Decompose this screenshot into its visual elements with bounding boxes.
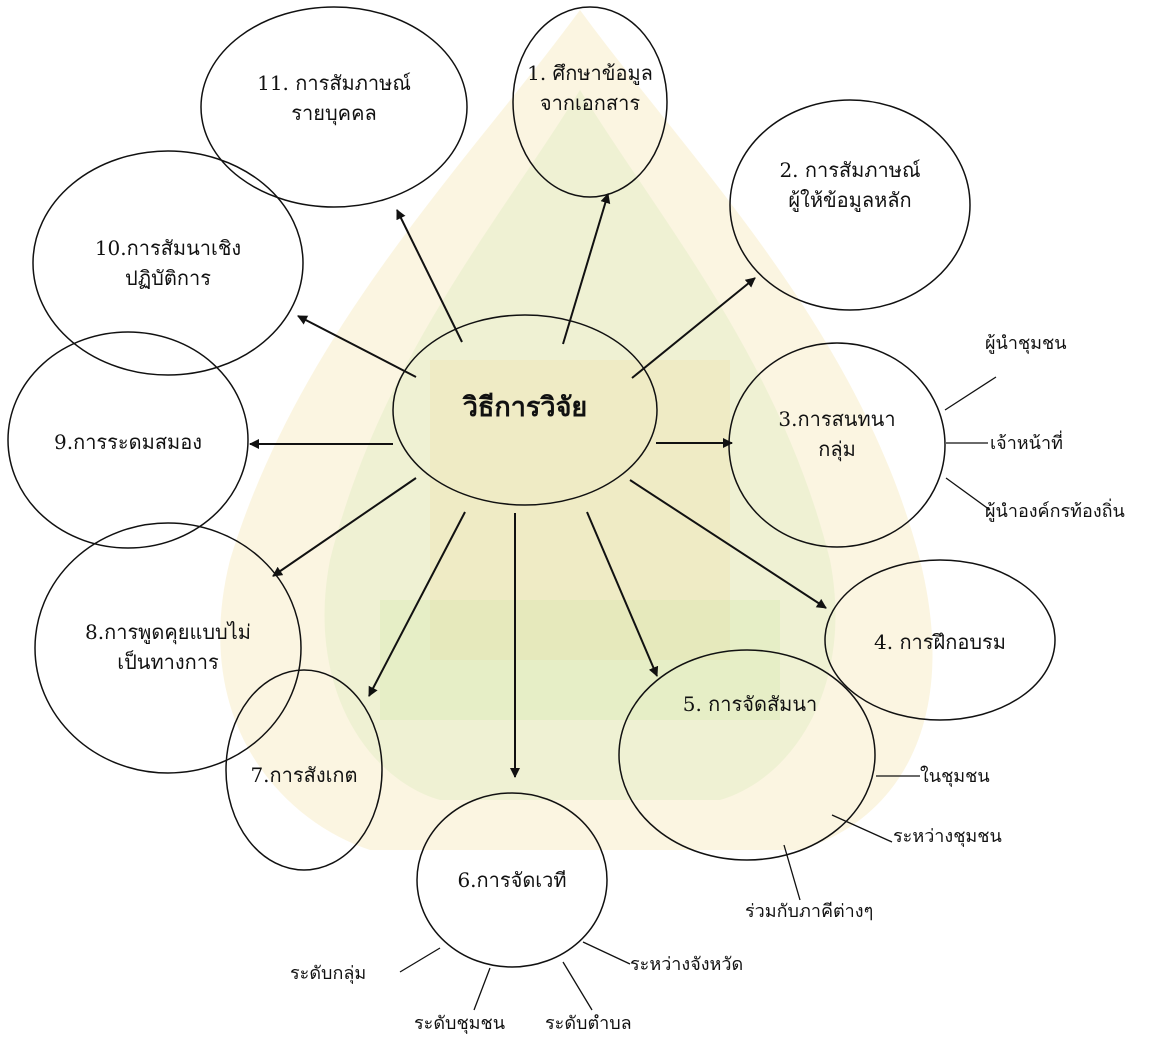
arrow-to-1 [562,193,611,345]
node-5-line-1: 5. การจัดสัมนา [682,692,818,716]
node-8-line-1: 8.การพูดคุยแบบไม่ [85,620,251,644]
node-2-line-1: 2. การสัมภาษณ์ [779,158,921,182]
node-9-line-1: 9.การระดมสมอง [54,430,202,454]
node-11-label: 11. การสัมภาษณ์ รายบุคคล [224,68,444,128]
node-5-label: 5. การจัดสัมนา [620,689,880,719]
arrow-to-11 [396,209,463,343]
node-10-line-2: ปฏิบัติการ [125,266,211,290]
node-3-line-1: 3.การสนทนา [778,407,896,431]
sub-6-subdistrict-level: ระดับตำบล [545,1013,632,1034]
arrow-to-4 [629,479,827,609]
node-center-ellipse [392,314,658,506]
node-9-ellipse [7,331,249,549]
node-2-label: 2. การสัมภาษณ์ ผู้ให้ข้อมูลหลัก [740,155,960,215]
arrow-to-10 [297,315,417,378]
arrow-to-2 [631,277,756,379]
arrow-to-5 [586,511,659,677]
arrow-to-7 [368,511,466,697]
line-6b [473,967,491,1011]
node-3-line-2: กลุ่ม [818,437,856,461]
node-10-ellipse [32,150,304,376]
node-7-line-1: 7.การสังเกต [250,763,358,787]
line-3c [945,477,991,511]
node-4-label: 4. การฝึกอบรม [840,627,1040,657]
node-7-ellipse [225,669,383,871]
node-1-line-2: จากเอกสาร [539,91,641,115]
arrow-to-8 [272,477,417,577]
node-2-ellipse [729,99,971,311]
node-6-ellipse [416,792,608,968]
node-11-line-1: 11. การสัมภาษณ์ [257,71,411,95]
line-3a [944,376,997,411]
node-10-label: 10.การสัมนาเชิง ปฏิบัติการ [58,233,278,293]
line-6a [399,947,441,973]
line-6c [562,961,593,1011]
node-4-ellipse [824,559,1056,721]
sub-5-with-partners: ร่วมกับภาคีต่างๆ [745,901,874,922]
sub-6-between-provinces: ระหว่างจังหวัด [630,954,744,975]
node-8-label: 8.การพูดคุยแบบไม่ เป็นทางการ [58,617,278,677]
center-label: วิธีการวิจัย [462,392,588,423]
node-7-label: 7.การสังเกต [214,760,394,790]
node-1-label: 1. ศึกษาข้อมูล จากเอกสาร [490,58,690,118]
sub-6-group-level: ระดับกลุ่ม [290,963,367,984]
sub-3-officials: เจ้าหน้าที่ [990,433,1063,454]
node-2-line-2: ผู้ให้ข้อมูลหลัก [788,188,912,212]
line-5b [831,814,893,843]
sub-3-community-leaders: ผู้นำชุมชน [985,333,1067,354]
node-5-ellipse [618,649,876,861]
node-4-line-1: 4. การฝึกอบรม [874,630,1006,654]
node-8-ellipse [34,522,302,774]
line-5c [783,844,801,901]
node-8-line-2: เป็นทางการ [117,650,219,674]
node-9-label: 9.การระดมสมอง [28,427,228,457]
node-1-line-1: 1. ศึกษาข้อมูล [527,61,653,85]
node-11-ellipse [200,6,468,208]
sub-5-between-communities: ระหว่างชุมชน [893,826,1002,847]
sub-6-community-level: ระดับชุมชน [414,1013,506,1034]
node-3-label: 3.การสนทนา กลุ่ม [737,404,937,464]
line-6d [582,941,631,965]
sub-3-local-org-leaders: ผู้นำองค์กรท้องถิ่น [985,501,1125,522]
node-1-ellipse [512,6,668,198]
node-6-line-1: 6.การจัดเวที [457,868,567,892]
node-10-line-1: 10.การสัมนาเชิง [94,236,242,260]
sub-5-in-community: ในชุมชน [920,766,990,787]
node-11-line-2: รายบุคคล [291,101,377,125]
node-6-label: 6.การจัดเวที [412,865,612,895]
